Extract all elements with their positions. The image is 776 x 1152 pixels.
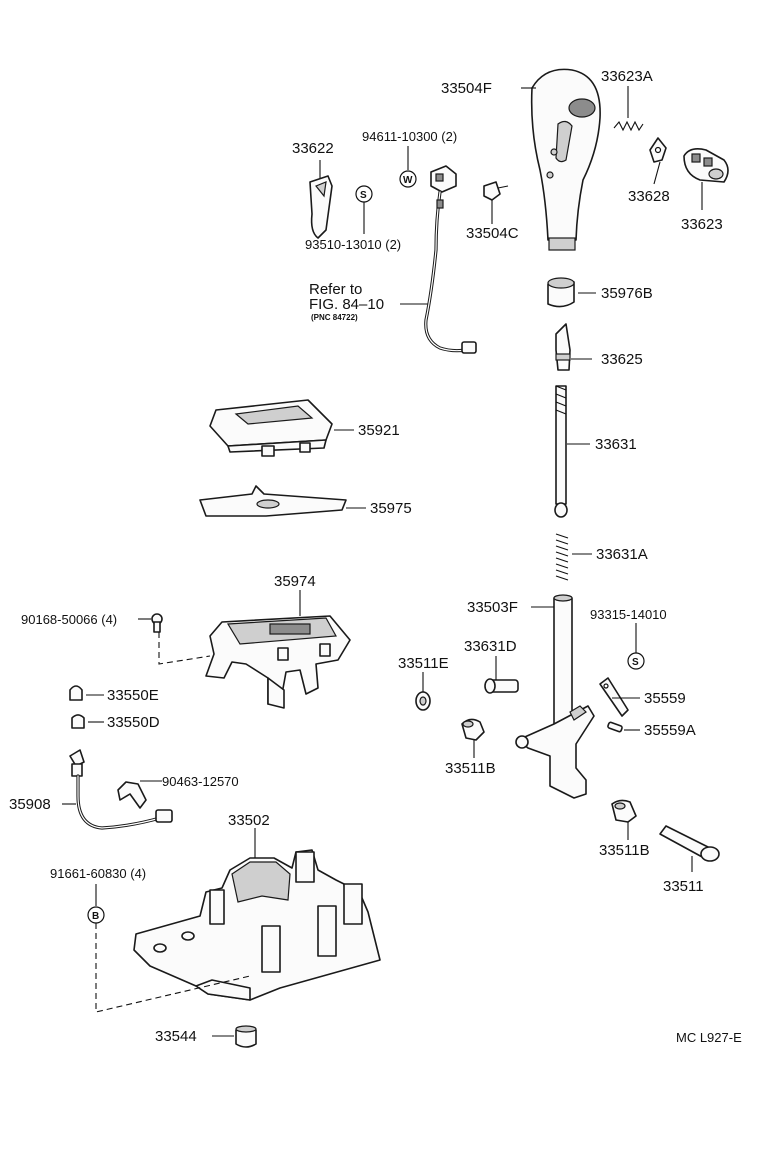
shift-knob-33504F <box>530 68 601 251</box>
sleeve-35976B <box>547 277 575 308</box>
label-35975: 35975 <box>370 500 412 517</box>
pin-35559A <box>607 721 623 733</box>
bulb-33550D <box>71 714 85 729</box>
cover-33622 <box>309 175 333 239</box>
label-33625: 33625 <box>601 351 643 368</box>
label-33623: 33623 <box>681 216 723 233</box>
label-33631A: 33631A <box>596 546 648 563</box>
bulb-33550E <box>69 685 83 701</box>
label-33511B-1: 33511B <box>445 760 496 777</box>
label-35974: 35974 <box>274 573 316 590</box>
clip-35559 <box>599 677 629 717</box>
label-35908: 35908 <box>9 796 51 813</box>
label-35976B: 35976B <box>601 285 653 302</box>
label-35921: 35921 <box>358 422 400 439</box>
clip-33628 <box>649 137 667 163</box>
washer-symbol-letter: W <box>403 175 413 186</box>
refer-line1: Refer to <box>309 281 362 298</box>
label-33623A: 33623A <box>601 68 653 85</box>
screw-90168 <box>151 613 163 633</box>
label-93510: 93510-13010 (2) <box>305 237 401 252</box>
refer-line2: FIG. 84–10 <box>309 296 384 313</box>
screw-symbol-1-letter: S <box>360 190 367 201</box>
pin-33631D <box>484 678 519 694</box>
shift-lock-switch <box>424 165 477 354</box>
socket-wire-35908 <box>69 749 173 830</box>
button-33623 <box>683 148 729 183</box>
label-90463: 90463-12570 <box>162 774 239 789</box>
lever-33503F <box>515 594 595 799</box>
spring-33623A <box>613 120 644 132</box>
spacer-33544 <box>235 1025 257 1048</box>
label-93315: 93315-14010 <box>590 607 667 622</box>
bolt-symbol-letter: B <box>92 911 99 922</box>
label-33631D: 33631D <box>464 638 517 655</box>
label-35559A: 35559A <box>644 722 696 739</box>
label-94611: 94611-10300 (2) <box>362 129 457 144</box>
label-91661: 91661-60830 (4) <box>50 866 146 881</box>
label-33550E: 33550E <box>107 687 159 704</box>
label-35559: 35559 <box>644 690 686 707</box>
label-33511B-2: 33511B <box>599 842 650 859</box>
label-33504F: 33504F <box>441 80 492 97</box>
base-33502 <box>133 849 381 1001</box>
washer-symbol <box>399 170 417 188</box>
rod-33625 <box>555 323 571 371</box>
label-90168: 90168-50066 (4) <box>21 612 117 627</box>
bushing-33511B-1 <box>461 718 485 741</box>
spring-33631A <box>555 533 569 581</box>
housing-35974 <box>205 615 351 709</box>
label-33502: 33502 <box>228 812 270 829</box>
label-33511E: 33511E <box>398 655 449 672</box>
plate-35975 <box>199 485 347 517</box>
label-33511: 33511 <box>663 878 704 895</box>
screw-33504C <box>483 181 509 201</box>
label-33504C: 33504C <box>466 225 519 242</box>
bushing-33511B-2 <box>611 799 637 823</box>
label-33550D: 33550D <box>107 714 160 731</box>
plate-35921 <box>209 399 333 457</box>
refer-line3: (PNC 84722) <box>311 313 358 322</box>
bushing-33511E <box>415 691 431 711</box>
pin-33511 <box>659 825 720 862</box>
screw-symbol-2-letter: S <box>632 657 639 668</box>
label-33622: 33622 <box>292 140 334 157</box>
label-33544: 33544 <box>155 1028 197 1045</box>
figure-code: MC L927-E <box>676 1030 742 1045</box>
rod-33631 <box>554 385 568 518</box>
clamp-90463 <box>117 781 147 809</box>
label-33503F: 33503F <box>467 599 518 616</box>
label-33631: 33631 <box>595 436 637 453</box>
label-33628: 33628 <box>628 188 670 205</box>
